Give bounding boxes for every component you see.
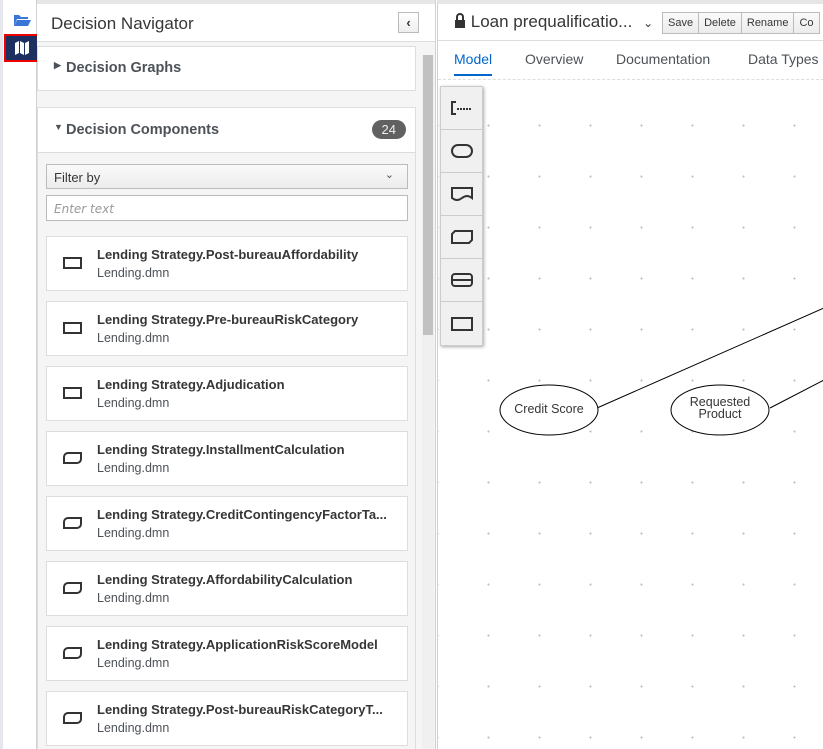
editor-tabs: Model Overview Documentation Data Types <box>438 40 823 80</box>
diagram-edges <box>499 307 823 436</box>
decision-icon <box>63 387 82 399</box>
tab-data-types[interactable]: Data Types <box>748 51 819 67</box>
bkm-icon[interactable] <box>441 216 482 259</box>
component-name: Lending Strategy.Post-bureauRiskCategory… <box>97 702 383 717</box>
component-file: Lending.dmn <box>97 461 170 475</box>
component-name: Lending Strategy.InstallmentCalculation <box>97 442 345 457</box>
panel-scrollbar[interactable] <box>422 55 434 749</box>
component-name: Lending Strategy.Adjudication <box>97 377 285 392</box>
panel-title: Decision Navigator <box>51 14 194 33</box>
search-input[interactable]: Enter text <box>46 195 408 221</box>
filter-label: Filter by <box>54 170 101 185</box>
component-file: Lending.dmn <box>97 266 170 280</box>
component-file: Lending.dmn <box>97 331 170 345</box>
bkm-icon <box>63 647 82 659</box>
edge-credit-score[interactable] <box>596 307 823 409</box>
rename-button[interactable]: Rename <box>740 12 795 34</box>
text-annotation-icon[interactable] <box>441 87 482 130</box>
bkm-icon <box>63 582 82 594</box>
node-credit-score-label: Credit Score <box>514 402 584 416</box>
decision-icon[interactable] <box>441 302 482 345</box>
decision-components-label: Decision Components <box>66 122 220 138</box>
copy-button[interactable]: Co <box>793 12 820 34</box>
save-button[interactable]: Save <box>662 12 700 34</box>
component-list-item[interactable]: Lending Strategy.Post-bureauAffordabilit… <box>46 236 408 291</box>
component-file: Lending.dmn <box>97 591 170 605</box>
decision-icon <box>63 257 82 269</box>
tab-overview[interactable]: Overview <box>525 51 584 67</box>
component-file: Lending.dmn <box>97 526 170 540</box>
decision-components-section: ▼Decision Components 24 Filter by ⌄ Enter… <box>37 107 416 749</box>
component-name: Lending Strategy.ApplicationRiskScoreMod… <box>97 637 378 652</box>
component-file: Lending.dmn <box>97 721 170 735</box>
diagram-title[interactable]: Loan prequalificatio... ⌄ <box>454 12 653 32</box>
decision-components-header[interactable]: ▼Decision Components 24 <box>38 108 415 153</box>
caret-right-icon: ▶ <box>54 60 61 70</box>
decision-icon <box>63 322 82 334</box>
filter-by-dropdown[interactable]: Filter by ⌄ <box>46 164 408 189</box>
components-count-badge: 24 <box>371 120 406 139</box>
node-credit-score[interactable] <box>499 384 599 436</box>
chevron-down-icon: ⌄ <box>384 169 394 181</box>
component-name: Lending Strategy.CreditContingencyFactor… <box>97 507 387 522</box>
chevron-down-icon[interactable]: ⌄ <box>643 16 654 30</box>
collapse-panel-button[interactable]: ‹ <box>398 12 419 33</box>
editor: Loan prequalificatio... ⌄ Save Delete Re… <box>437 0 823 749</box>
shape-palette <box>440 86 483 346</box>
lock-icon <box>455 13 465 28</box>
diagram-title-text: Loan prequalificatio... <box>470 12 633 31</box>
component-name: Lending Strategy.Post-bureauAffordabilit… <box>97 247 359 262</box>
input-data-icon[interactable] <box>441 130 482 173</box>
bkm-icon <box>63 517 82 529</box>
component-name: Lending Strategy.Pre-bureauRiskCategory <box>97 312 359 327</box>
bkm-icon <box>63 452 82 464</box>
decision-navigator-panel: Decision Navigator ‹ ▶ Decision Graphs ▼D… <box>37 0 436 749</box>
component-file: Lending.dmn <box>97 656 170 670</box>
component-name: Lending Strategy.AffordabilityCalculatio… <box>97 572 353 587</box>
edge-requested-product[interactable] <box>769 379 823 409</box>
decision-graphs-section[interactable]: ▶ Decision Graphs <box>37 46 416 91</box>
node-requested-product[interactable] <box>670 384 770 436</box>
tab-documentation[interactable]: Documentation <box>616 51 711 67</box>
knowledge-source-icon[interactable] <box>441 173 482 216</box>
bkm-icon <box>63 712 82 724</box>
decision-service-icon[interactable] <box>441 259 482 302</box>
scrollbar-thumb[interactable] <box>423 55 433 335</box>
map-icon[interactable] <box>4 34 40 62</box>
delete-button[interactable]: Delete <box>698 12 742 34</box>
component-file: Lending.dmn <box>97 396 170 410</box>
component-list-item[interactable]: Lending Strategy.ApplicationRiskScoreMod… <box>46 626 408 681</box>
component-list-item[interactable]: Lending Strategy.AffordabilityCalculatio… <box>46 561 408 616</box>
folder-open-icon[interactable] <box>6 8 38 32</box>
tab-model[interactable]: Model <box>454 51 493 76</box>
caret-down-icon: ▼ <box>54 122 63 132</box>
left-rail <box>0 0 40 749</box>
component-list-item[interactable]: Lending Strategy.CreditContingencyFactor… <box>46 496 408 551</box>
decision-graphs-label: Decision Graphs <box>66 60 182 76</box>
component-list-item[interactable]: Lending Strategy.Post-bureauRiskCategory… <box>46 691 408 746</box>
